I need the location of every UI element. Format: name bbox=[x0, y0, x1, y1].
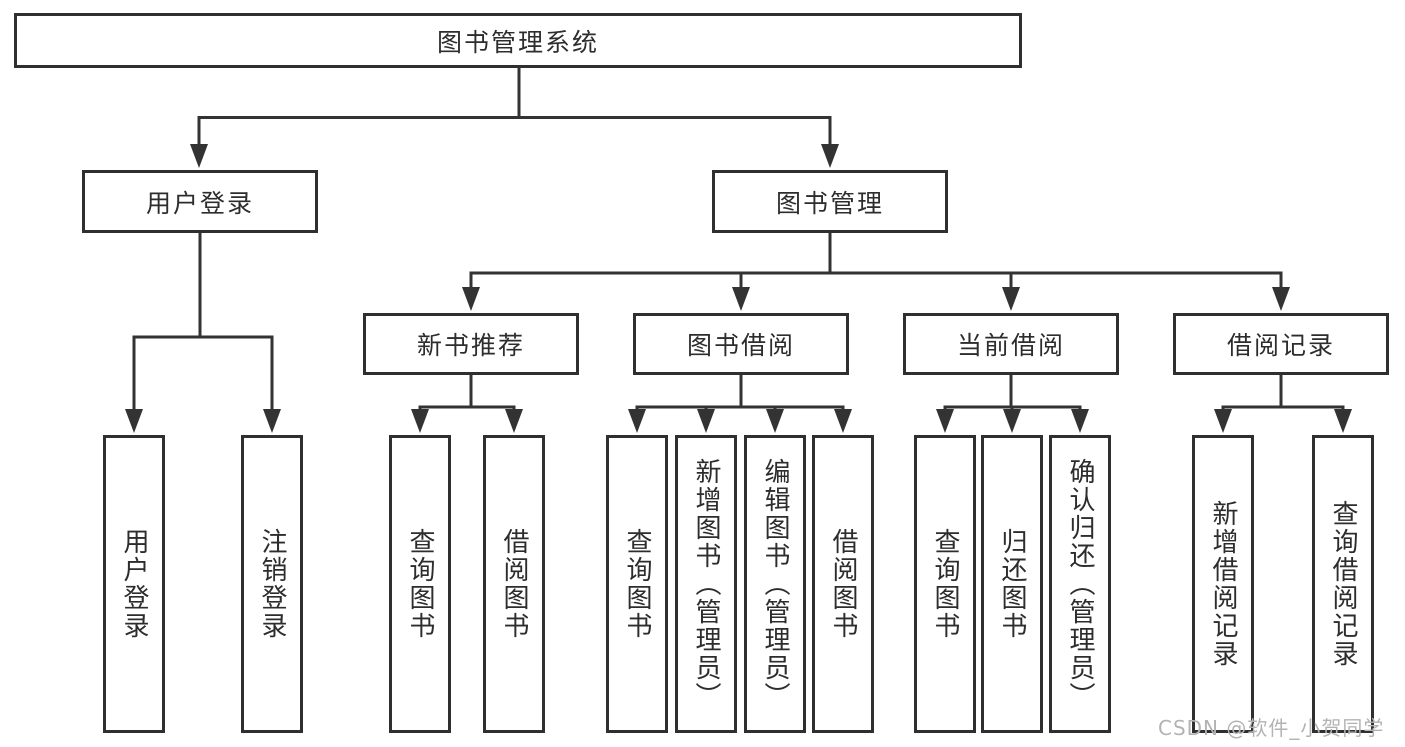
leaf-add-book-admin: 新增图书（管理员） bbox=[675, 435, 737, 733]
leaf-query-books-2: 查询图书 bbox=[606, 435, 668, 733]
csdn-watermark: CSDN @软件_小贺同学 bbox=[1158, 716, 1385, 740]
leaf-confirm-return-admin: 确认归还（管理员） bbox=[1049, 435, 1111, 733]
leaf-borrow-books-2: 借阅图书 bbox=[812, 435, 874, 733]
node-new-book-recommend: 新书推荐 bbox=[363, 313, 579, 375]
leaf-query-books-1: 查询图书 bbox=[389, 435, 451, 733]
leaf-edit-book-admin: 编辑图书（管理员） bbox=[744, 435, 806, 733]
node-current-borrow: 当前借阅 bbox=[903, 313, 1119, 375]
leaf-query-books-3: 查询图书 bbox=[914, 435, 976, 733]
leaf-borrow-books-1: 借阅图书 bbox=[483, 435, 545, 733]
leaf-add-borrow-record: 新增借阅记录 bbox=[1192, 435, 1254, 733]
node-book-management: 图书管理 bbox=[712, 170, 948, 233]
leaf-return-book: 归还图书 bbox=[981, 435, 1043, 733]
node-user-login: 用户登录 bbox=[82, 170, 318, 233]
node-borrow-records: 借阅记录 bbox=[1173, 313, 1389, 375]
leaf-logout: 注销登录 bbox=[241, 435, 303, 733]
leaf-query-borrow-record: 查询借阅记录 bbox=[1312, 435, 1374, 733]
node-root: 图书管理系统 bbox=[14, 13, 1022, 68]
node-book-borrow: 图书借阅 bbox=[633, 313, 849, 375]
leaf-user-login: 用户登录 bbox=[103, 435, 165, 733]
